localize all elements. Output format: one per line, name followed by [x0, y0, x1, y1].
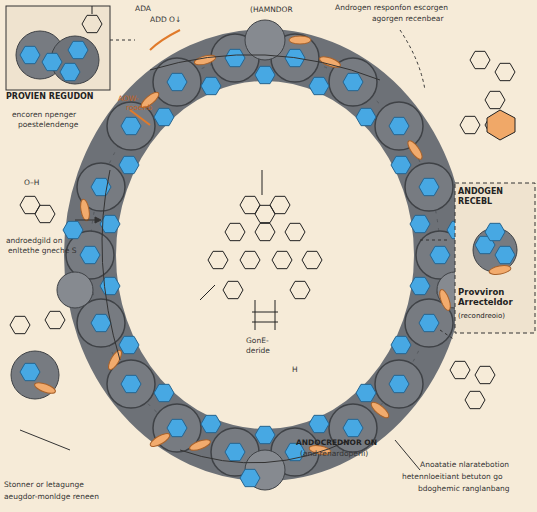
box-heading: ANDOGEN RECEBL: [458, 187, 534, 207]
annotation-label: O–H: [24, 178, 39, 187]
annotation-label: poestelendenge: [18, 120, 78, 129]
annotation-label: aeugdor-monldge reneen: [4, 492, 99, 501]
annotation-label: AOW-: [118, 94, 139, 103]
inset-box: ANDOGEN RECEBL Provviron Arrecteldor (reco…: [455, 183, 535, 333]
annotation-label: (and renardoperli): [300, 449, 368, 458]
annotation-label: H: [292, 365, 298, 374]
box-text: Provviron Arrecteldor: [458, 287, 536, 307]
annotation-label: Stonner or letagunge: [4, 480, 84, 489]
annotation-label: encoren npenger: [12, 110, 76, 119]
annotation-label: hetennloeitiant betuton go: [402, 472, 503, 481]
annotation-label: ADD O↓: [150, 15, 181, 24]
annotation-label: rooenb: [126, 103, 152, 112]
annotation-label: ANDOCREDNOR ON: [296, 438, 377, 447]
box-text: (recondreoio): [458, 311, 534, 321]
annotation-label: enltethe gneche S: [8, 246, 76, 255]
annotation-label: (HAMNDOR: [250, 5, 293, 14]
annotation-label: GonE-: [246, 336, 269, 345]
annotation-label: Androgen responfon escorgen: [335, 3, 448, 12]
annotation-label: Anoatatie nlaratebotion: [420, 460, 509, 469]
annotation-label: androedgild on: [6, 236, 62, 245]
annotation-label: ADA: [135, 4, 151, 13]
annotation-label: bdoghemic ranglanbang: [418, 484, 510, 493]
inset-box: PROVIEN REGUDON: [6, 6, 110, 90]
box-heading: PROVIEN REGUDON: [6, 92, 136, 102]
annotation-label: deride: [246, 346, 270, 355]
annotation-label: agorgen recenbear: [372, 14, 444, 23]
